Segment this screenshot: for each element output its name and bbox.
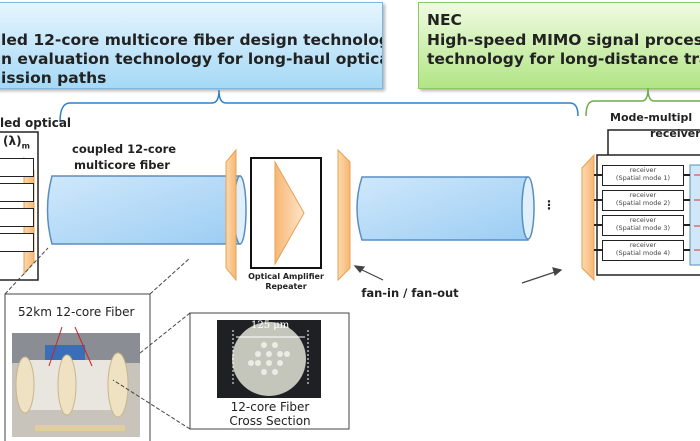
amplifier-triangle [274,160,305,266]
receiver-mode-2: receiver(Spatial mode 2) [602,190,684,211]
blue-bracket [59,89,579,123]
fan-in-fan-out-label: fan-in / fan-out [361,286,459,300]
box-line: n evaluation technology for long-haul op… [1,50,383,68]
nec-technology-box: NEC High-speed MIMO signal process techn… [418,2,700,89]
cross-section-image [217,320,321,398]
transmitter-slot [0,158,34,177]
transmitter-title: led optical [0,116,72,130]
box-line: NEC [427,11,462,29]
box-line: ission paths [1,69,107,87]
repeater-box [250,157,322,269]
repeater-label-line: Repeater [265,282,307,291]
repeater-label-line: Optical Amplifier [248,272,324,281]
transmitter-slot [0,183,34,202]
fiber-spool-photo [12,326,140,437]
fan-in-2 [337,148,351,282]
transmitter-slot [0,208,34,227]
mimo-processor [689,164,700,266]
box-line: technology for long-distance tran [427,50,700,68]
fiber-label: coupled 12-core multicore fiber [72,141,177,173]
receiver-block-title: Mode-multipl [610,111,693,124]
receiver-block-sub: receiver [650,127,700,140]
lambda-label: (λ)m [3,134,30,150]
partner-technology-box: led 12-core multicore fiber design techn… [0,2,383,89]
fiber-label-line: multicore fiber [74,158,170,172]
green-bracket [585,87,700,117]
box-line: High-speed MIMO signal process [427,31,700,49]
box-line: led 12-core multicore fiber design techn… [1,31,383,49]
ellipsis-icon: ⋮ [543,198,555,212]
receiver-mode-3: receiver(Spatial mode 3) [602,215,684,236]
fiber-cylinder-1 [46,175,247,245]
scale-label: 125 μm [251,320,290,331]
fiber-cylinder-2 [356,176,535,241]
lambda-subscript: m [21,141,30,151]
transmitter-slot [0,233,34,252]
fan-out-right [581,153,595,282]
receiver-mode-1: receiver(Spatial mode 1) [602,165,684,186]
fiber-label-line: coupled 12-core [72,142,177,156]
fan-out-1 [225,148,237,282]
photo-caption: 52km 12-core Fiber [18,305,135,319]
receiver-mode-4: receiver(Spatial mode 4) [602,240,684,261]
lambda-symbol: (λ) [3,134,22,148]
